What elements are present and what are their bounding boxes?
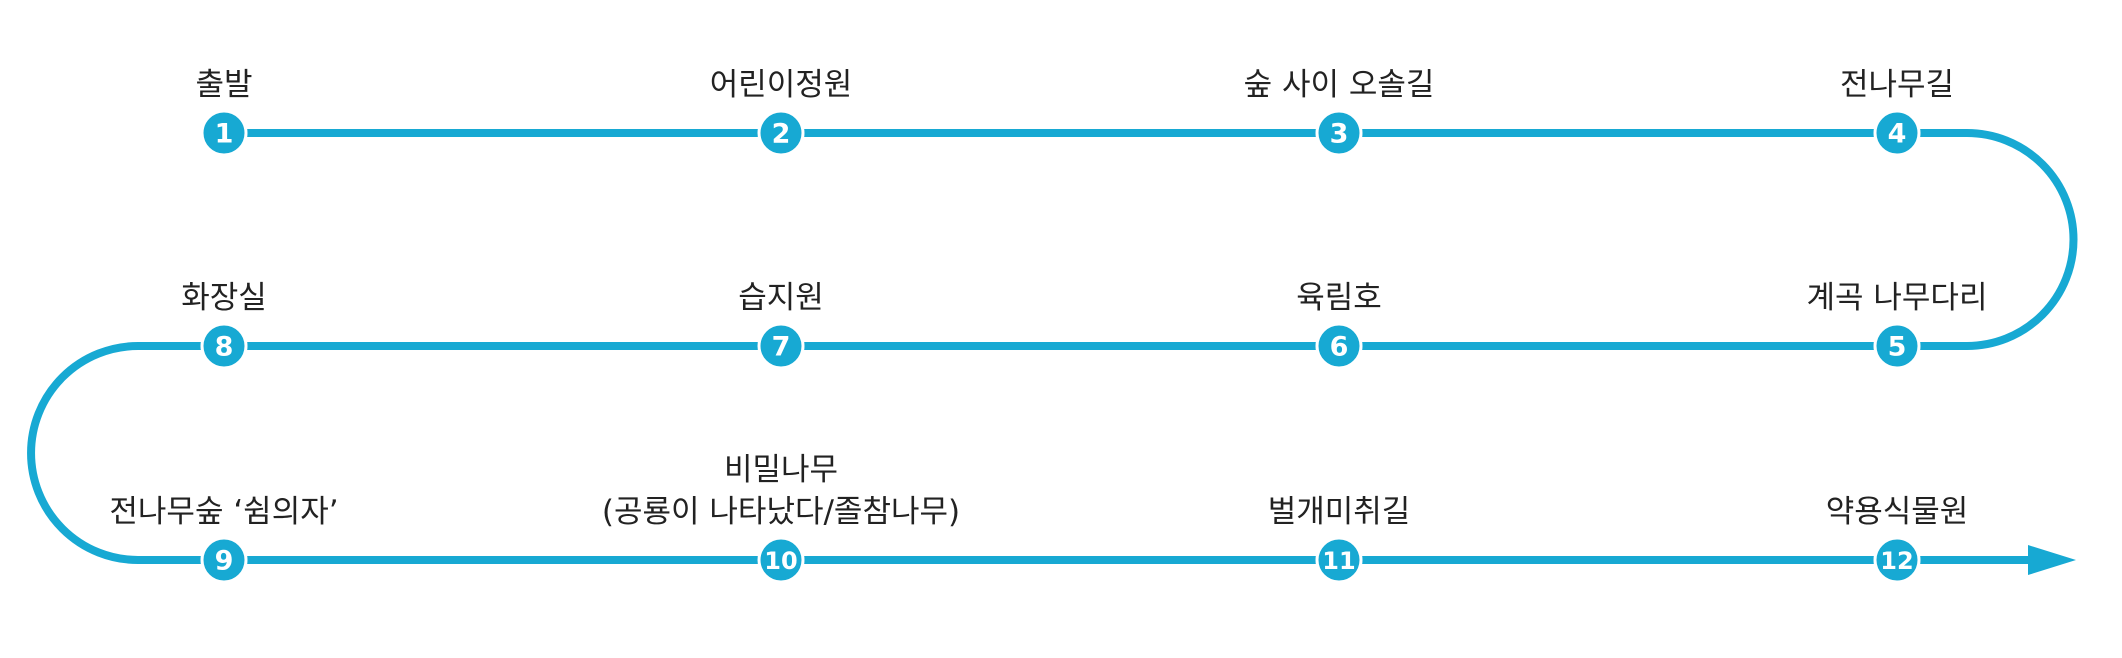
route-stop-10: 10 비밀나무 (공룡이 나타났다/졸참나무) (602, 452, 960, 584)
stop-label: 육림호 (1296, 280, 1382, 316)
route-path-group (27, 129, 2078, 575)
stop-marker (200, 536, 248, 584)
stop-label: 출발 (195, 67, 252, 103)
stop-label: 계곡 나무다리 (1807, 280, 1988, 316)
stop-marker (1873, 109, 1921, 157)
route-stop-5: 5 계곡 나무다리 (1807, 280, 1988, 370)
route-stop-9: 9 전나무숲 ‘쉼의자’ (109, 494, 339, 584)
stop-label: 전나무길 (1840, 67, 1954, 103)
stop-number: 7 (772, 332, 791, 363)
stop-marker (757, 109, 805, 157)
stop-marker (757, 322, 805, 370)
route-stop-3: 3 숲 사이 오솔길 (1244, 67, 1435, 157)
stop-number: 9 (215, 546, 234, 577)
stop-marker (1315, 536, 1363, 584)
stop-label: 화장실 (181, 280, 267, 316)
route-stop-4: 4 전나무길 (1840, 67, 1954, 157)
stop-label: 숲 사이 오솔길 (1244, 67, 1435, 103)
stop-number: 11 (1322, 547, 1355, 575)
stop-number: 3 (1330, 119, 1349, 150)
stop-number: 12 (1880, 547, 1913, 575)
stop-label: (공룡이 나타났다/졸참나무) (602, 494, 960, 530)
stop-number: 6 (1330, 332, 1349, 363)
route-stop-1: 1 출발 (195, 67, 253, 157)
stop-marker (757, 536, 805, 584)
stop-label: 습지원 (738, 280, 824, 316)
stop-label: 비밀나무 (724, 452, 838, 488)
route-line (27, 129, 2078, 564)
stop-number: 10 (764, 547, 797, 575)
stop-label: 전나무숲 ‘쉼의자’ (109, 494, 338, 530)
stop-number: 5 (1888, 332, 1907, 363)
stop-label: 약용식물원 (1826, 494, 1969, 530)
stop-number: 4 (1888, 119, 1907, 150)
route-stop-8: 8 화장실 (181, 280, 267, 370)
route-stop-12: 12 약용식물원 (1826, 494, 1969, 584)
route-stop-2: 2 어린이정원 (710, 67, 853, 157)
route-end-arrow-icon (2028, 545, 2076, 575)
stop-marker (1315, 322, 1363, 370)
stop-marker (200, 109, 248, 157)
stop-marker (1315, 109, 1363, 157)
route-stop-6: 6 육림호 (1296, 280, 1382, 370)
route-stop-7: 7 습지원 (738, 280, 824, 370)
stop-number: 1 (215, 119, 234, 150)
stop-label: 벌개미취길 (1268, 494, 1411, 530)
stop-number: 8 (215, 332, 234, 363)
stop-marker (1873, 536, 1921, 584)
stop-marker (1873, 322, 1921, 370)
stop-marker (200, 322, 248, 370)
route-stops-group: 1 출발 2 어린이정원 3 숲 사이 오솔길 4 전나무길 5 계곡 나무다리 6 육림호 7 습지원 8… (109, 67, 1988, 584)
route-stop-11: 11 벌개미취길 (1268, 494, 1411, 584)
stop-number: 2 (772, 119, 791, 150)
stop-label: 어린이정원 (710, 67, 853, 103)
